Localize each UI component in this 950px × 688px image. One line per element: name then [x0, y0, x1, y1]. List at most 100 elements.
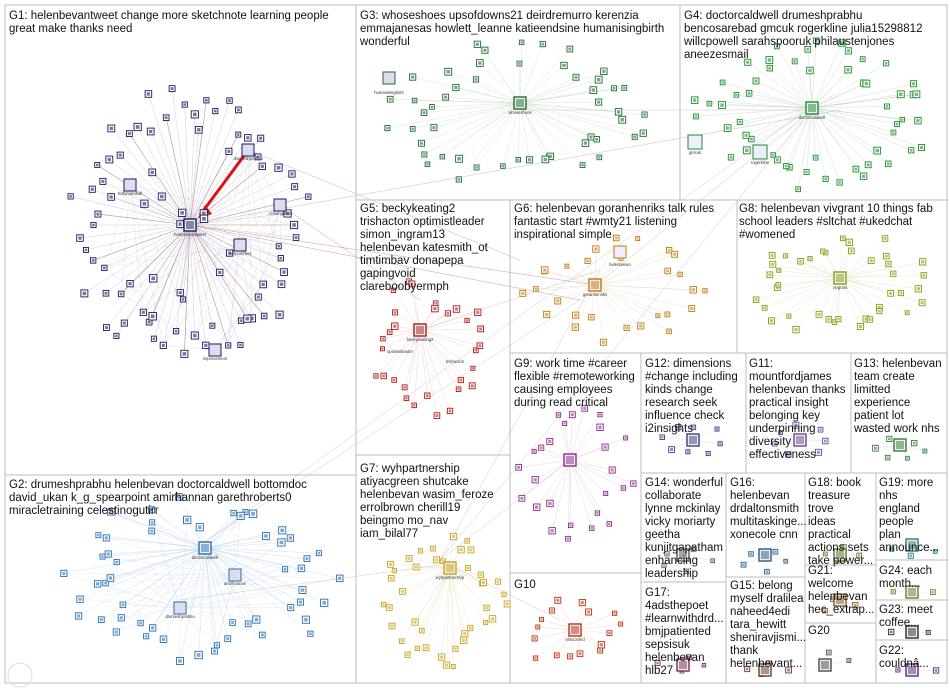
- edge: [828, 277, 841, 320]
- edge: [419, 329, 480, 346]
- node-fill: [84, 248, 88, 252]
- edge: [519, 102, 586, 144]
- node-fill: [148, 129, 153, 134]
- node-fill: [485, 606, 488, 610]
- node-fill: [416, 647, 419, 650]
- edge: [574, 623, 621, 631]
- edge: [519, 87, 625, 104]
- edge: [769, 274, 841, 279]
- hub-node-fill: [201, 544, 209, 552]
- node-fill: [534, 287, 538, 291]
- node-fill: [794, 328, 798, 332]
- node-fill: [250, 316, 254, 321]
- node-fill: [875, 148, 879, 153]
- node-fill: [277, 245, 280, 248]
- node-fill: [454, 647, 457, 651]
- node-fill: [150, 529, 154, 533]
- node-fill: [923, 450, 926, 453]
- edge: [776, 46, 813, 109]
- node-fill: [196, 653, 201, 657]
- node-fill: [568, 47, 572, 51]
- node-fill: [772, 153, 775, 157]
- node-fill: [735, 93, 738, 97]
- node-fill: [548, 440, 552, 444]
- edge: [214, 574, 236, 652]
- edge: [121, 574, 236, 618]
- edge: [383, 329, 421, 377]
- edge: [391, 567, 451, 627]
- edge: [839, 275, 924, 279]
- node-fill: [814, 39, 818, 43]
- node-label: amirhannan: [224, 581, 247, 586]
- edge: [535, 284, 596, 290]
- node-fill: [520, 41, 523, 44]
- edge: [104, 184, 131, 268]
- edge: [414, 100, 521, 104]
- edge: [519, 77, 577, 104]
- edge: [519, 71, 604, 104]
- node-fill: [619, 623, 622, 626]
- secondary-hub-node: [241, 143, 255, 157]
- node-fill: [796, 188, 800, 191]
- edge: [419, 329, 438, 416]
- node-fill: [279, 256, 283, 260]
- node-fill: [833, 321, 836, 324]
- edge: [106, 537, 206, 549]
- edge: [79, 598, 181, 609]
- secondary-hub-node: [233, 238, 247, 252]
- group-label-g24: G24: each month...: [879, 565, 933, 590]
- node-fill: [548, 501, 552, 506]
- node-fill: [390, 624, 394, 628]
- edge: [519, 102, 546, 160]
- edge: [120, 184, 131, 294]
- node-fill: [468, 626, 472, 630]
- edge: [419, 328, 481, 331]
- node-fill: [598, 649, 602, 652]
- edge: [121, 547, 206, 618]
- node-fill: [623, 86, 626, 90]
- node-fill: [474, 78, 478, 81]
- edge: [63, 573, 236, 576]
- node-fill: [128, 282, 132, 286]
- node-fill: [610, 468, 614, 472]
- node-fill: [931, 590, 935, 594]
- group-label-g7: G7: wyhpartnership atiyacgreen shutcake …: [360, 463, 494, 540]
- node-fill: [280, 528, 284, 533]
- node-fill: [693, 98, 697, 102]
- edge: [163, 149, 249, 346]
- node-fill: [178, 659, 182, 663]
- node-fill: [720, 103, 724, 107]
- node-fill: [411, 75, 415, 79]
- node-fill: [108, 576, 113, 580]
- node-fill: [533, 450, 536, 453]
- edge: [458, 102, 521, 180]
- node-fill: [770, 319, 774, 323]
- edge: [419, 329, 473, 369]
- group-label-g17: G17: 4adsthepoet #learnwithdrd... bmjpat…: [645, 587, 724, 677]
- node-fill: [462, 638, 466, 642]
- node-fill: [96, 582, 100, 586]
- edge: [441, 567, 451, 658]
- node-fill: [891, 272, 895, 276]
- node-fill: [282, 270, 286, 274]
- node-fill: [540, 618, 543, 621]
- node-fill: [550, 609, 554, 612]
- node-fill: [536, 626, 539, 629]
- node-fill: [218, 270, 222, 275]
- node-fill: [144, 634, 148, 638]
- edge: [189, 100, 230, 226]
- edge: [189, 114, 196, 226]
- node-fill: [236, 108, 240, 112]
- edge: [594, 250, 670, 286]
- edge: [394, 567, 451, 571]
- hub-node-fill: [186, 221, 194, 229]
- edge: [148, 93, 191, 226]
- node-fill: [641, 131, 645, 135]
- node-fill: [388, 97, 392, 101]
- node-fill: [135, 125, 140, 129]
- edge: [180, 224, 191, 293]
- node-fill: [773, 442, 776, 445]
- edge: [110, 512, 206, 549]
- node-fill: [386, 126, 389, 130]
- node-fill: [69, 195, 72, 198]
